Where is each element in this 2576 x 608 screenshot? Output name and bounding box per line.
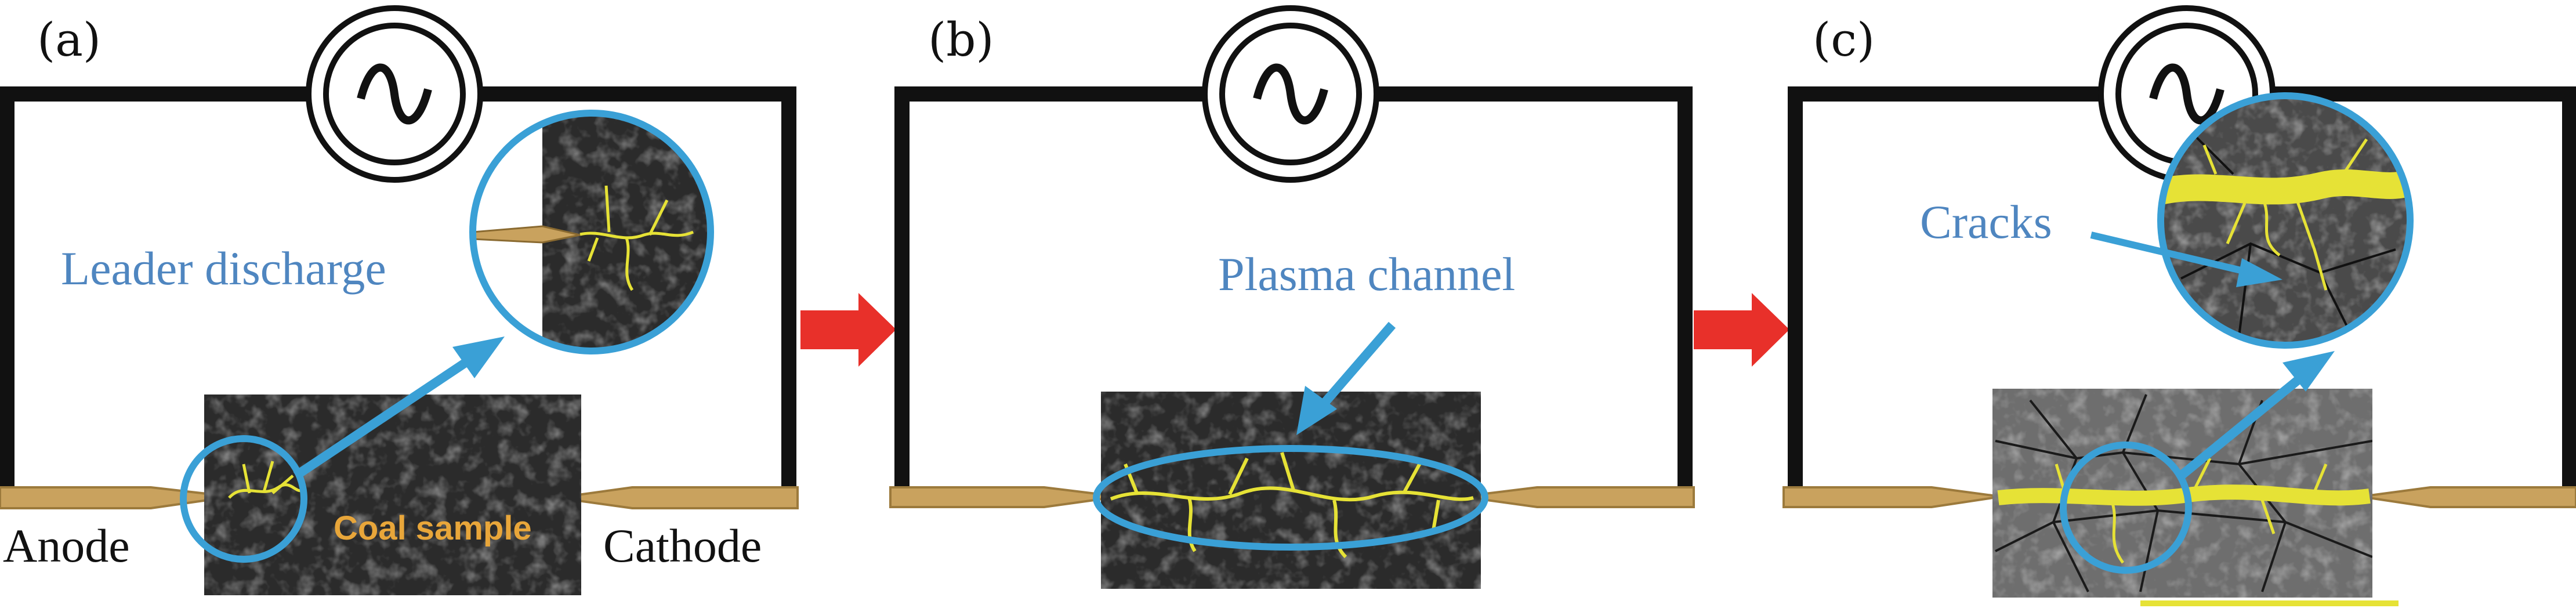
panel-a-leader-discharge-marks (228, 461, 303, 499)
ac-source-icon (1202, 5, 1379, 183)
anode-label: Anode (3, 519, 130, 572)
panel-c-zoom-arrow (2178, 351, 2335, 480)
panel-a-electrodes (0, 486, 799, 509)
panel-c-electrodes (1782, 486, 2576, 508)
panel-b-electrodes (889, 486, 1695, 508)
panel-a-annotation: Leader discharge (61, 242, 386, 295)
panel-a-highlight-circle (180, 435, 307, 563)
panel-c: (c) (1782, 5, 2576, 606)
panel-a: (a) (0, 5, 799, 595)
ac-source-icon (306, 5, 483, 183)
right-arrow-icon (800, 293, 896, 367)
panel-a-magnified-view (469, 110, 714, 354)
panel-b-annotation: Plasma channel (1218, 248, 1515, 301)
panel-c-magnified-view (2157, 92, 2414, 349)
coal-sample-label: Coal sample (334, 509, 532, 547)
right-arrow-icon (1694, 293, 1789, 367)
panel-b-pointer-arrow (1296, 321, 1396, 435)
cathode-label: Cathode (603, 519, 762, 572)
panel-c-label: (c) (1813, 13, 1875, 67)
panel-c-highlight-circle (2060, 441, 2192, 574)
panel-a-zoom-arrow (293, 336, 505, 480)
panel-a-coal-sample (204, 395, 581, 595)
panel-b-highlight-ellipse (1093, 445, 1488, 551)
panel-a-label: (a) (37, 13, 101, 67)
panel-c-pointer-arrow (2090, 231, 2282, 287)
panel-b-label: (b) (928, 13, 994, 67)
panel-c-annotation: Cracks (1920, 196, 2052, 248)
panel-b: (b) Plasm (889, 5, 1695, 589)
